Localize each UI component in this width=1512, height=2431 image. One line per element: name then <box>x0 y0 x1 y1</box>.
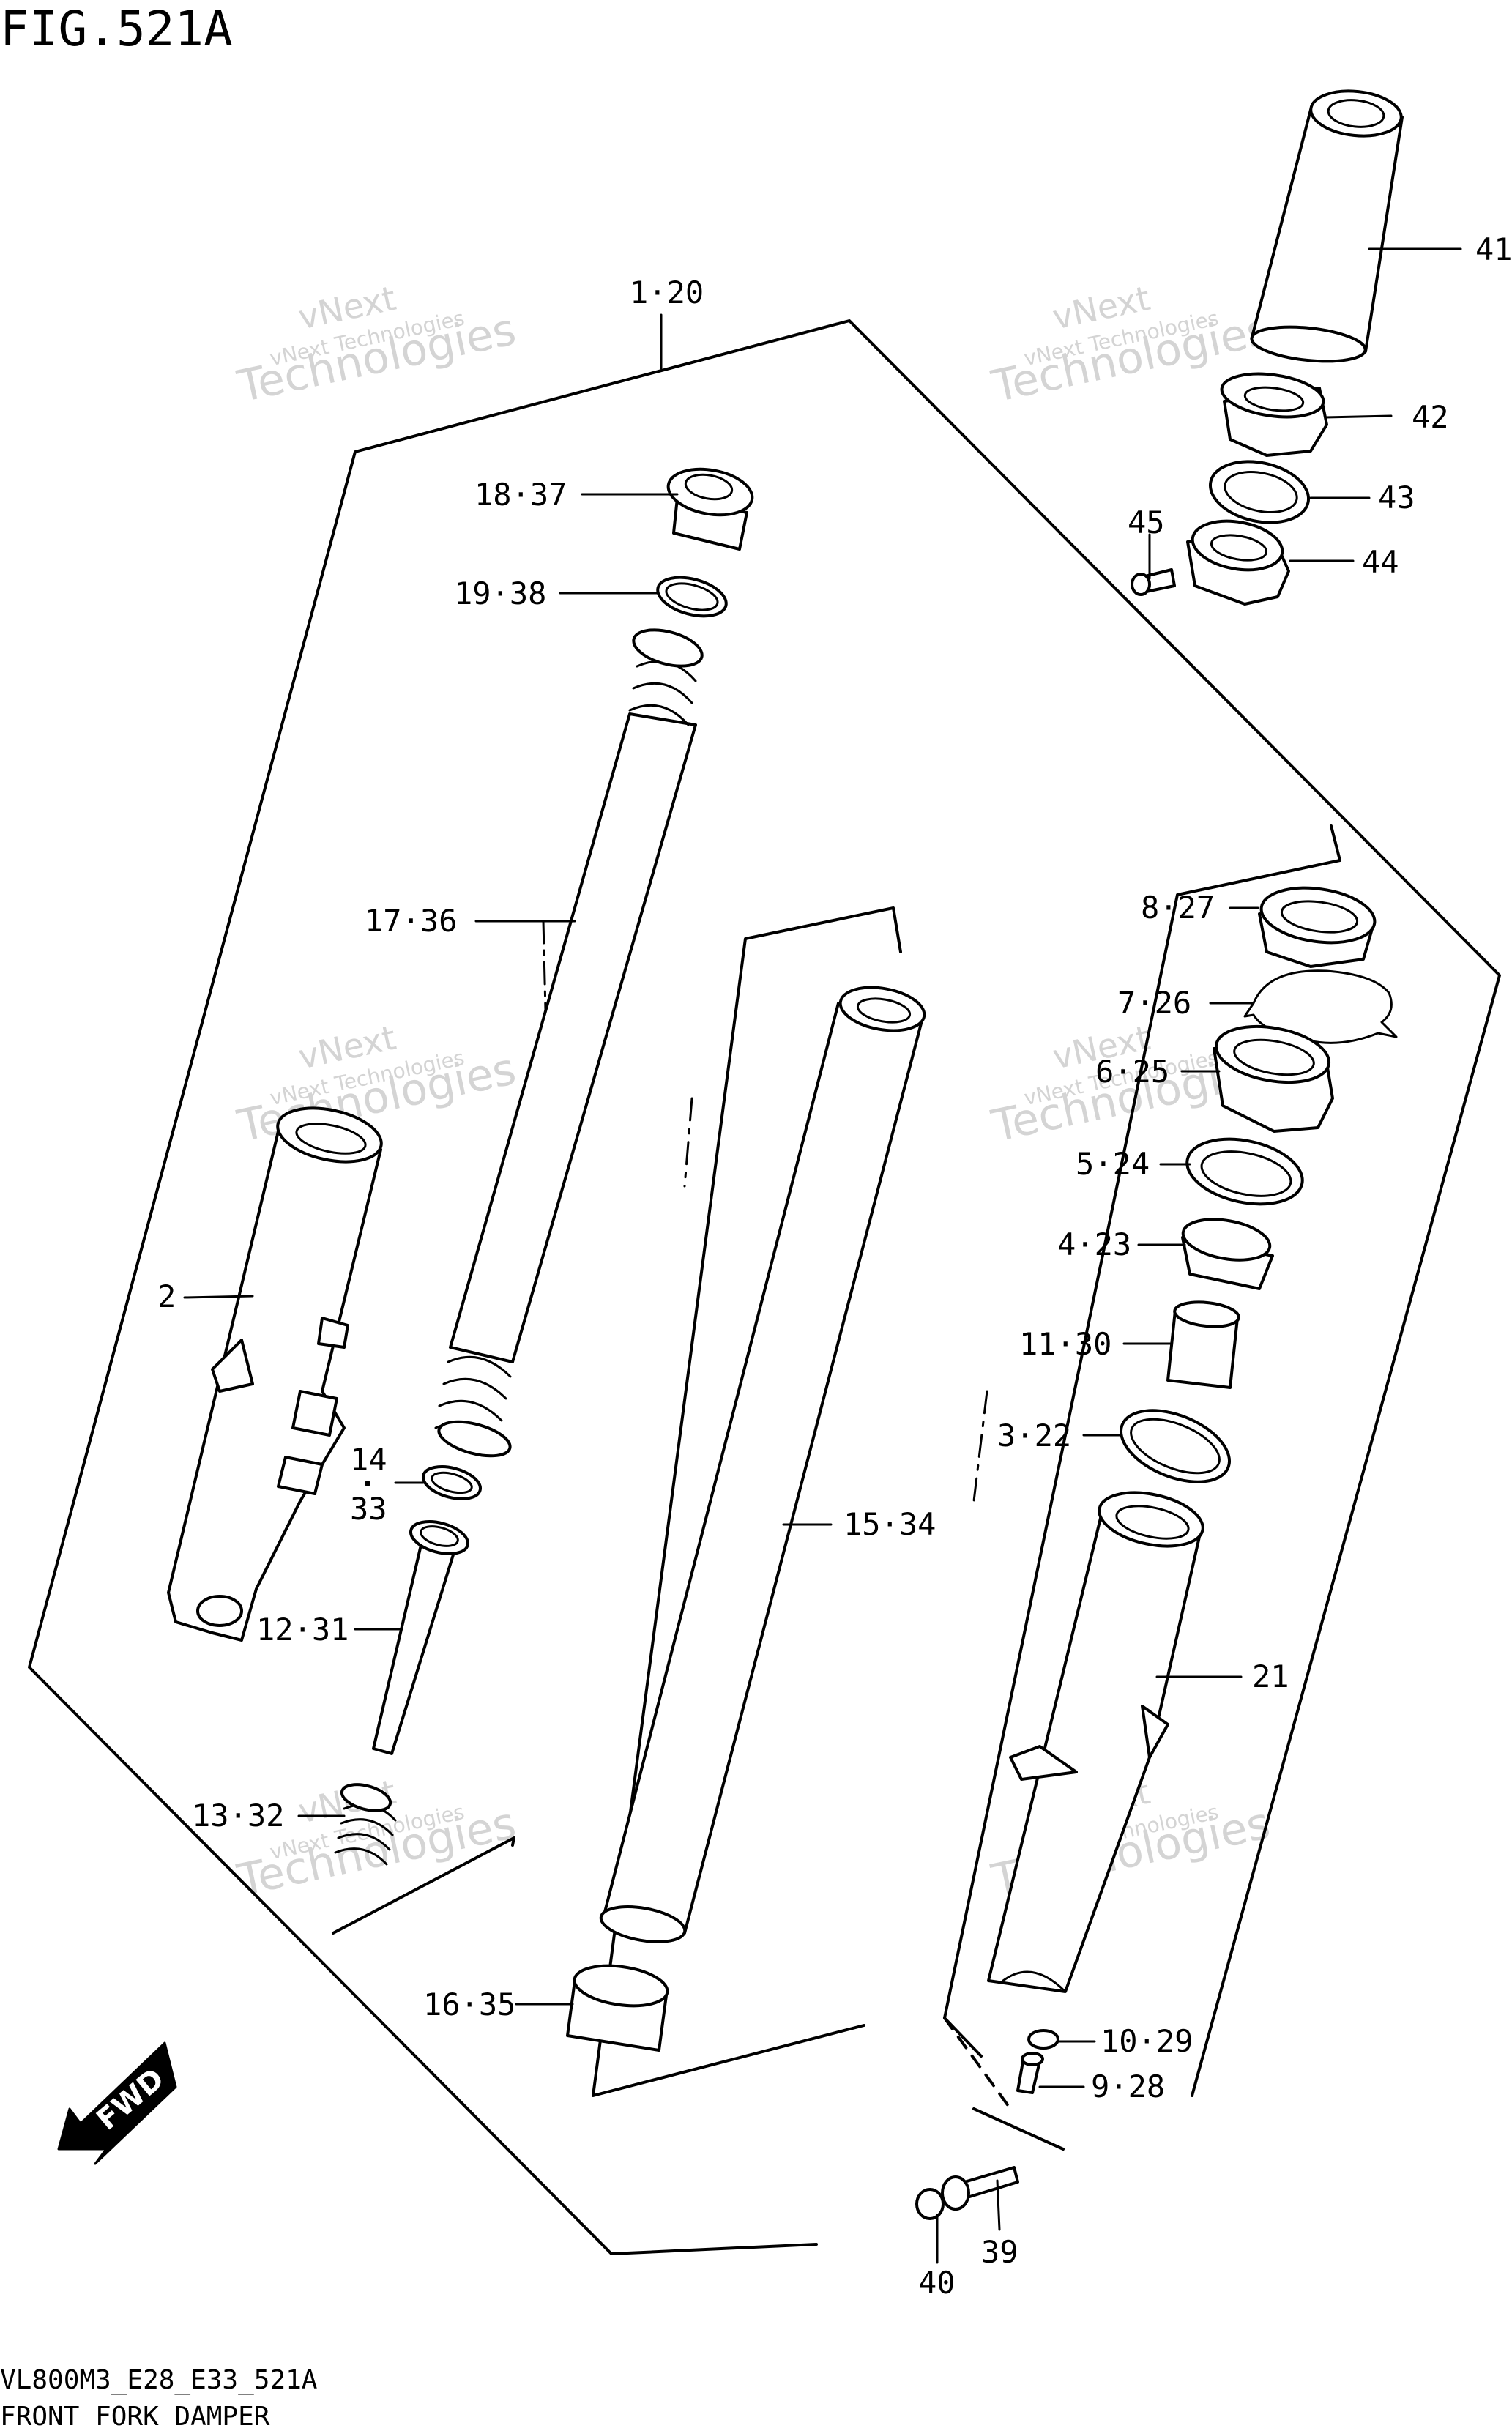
washer-10-29 <box>1027 2029 1059 2050</box>
callout-16-35: 16·35 <box>423 1987 515 2022</box>
figure-code: VL800M3_E28_E33_521A <box>0 2365 318 2395</box>
inner-group-right <box>943 824 1341 2058</box>
damper-rod-12-31 <box>372 1520 469 1755</box>
guide-bushing-4-23 <box>1181 1218 1274 1290</box>
top-cap-bolt-18-37 <box>666 467 754 551</box>
callout-3-22: 3·22 <box>997 1418 1071 1453</box>
clamp-bracket-44 <box>1186 519 1290 606</box>
callout-1-20: 1·20 <box>630 275 704 310</box>
damper-bolt-39 <box>941 2166 1019 2211</box>
callout-6-25: 6·25 <box>1095 1054 1169 1090</box>
bolt-9-28 <box>1016 2052 1044 2094</box>
callout-14: 14 <box>350 1442 387 1478</box>
callout-42: 42 <box>1412 399 1449 435</box>
fork-spring-17-36 <box>434 628 704 1458</box>
lock-nut-42 <box>1220 372 1328 457</box>
callout-12-31: 12·31 <box>256 1612 349 1648</box>
oil-seal-6-25 <box>1213 1025 1334 1133</box>
callout-33: 33 <box>350 1491 387 1527</box>
bolt-group-bracket <box>972 2107 1065 2151</box>
ring-14-33 <box>422 1465 482 1500</box>
callout-4-23: 4·23 <box>1057 1226 1131 1262</box>
dust-seal-8-27 <box>1258 886 1377 968</box>
callout-8-27: 8·27 <box>1141 890 1215 926</box>
callout-10-29: 10·29 <box>1101 2023 1193 2059</box>
callout-labels: 1·20 2 3·22 4·23 5·24 6·25 7·26 8·27 9·2… <box>157 231 1512 2301</box>
callout-dot <box>365 1481 370 1486</box>
callout-18-37: 18·37 <box>474 477 567 513</box>
o-ring-19-38 <box>656 576 728 618</box>
outer-tube-2 <box>167 1106 383 1642</box>
forward-direction-arrow: FWD <box>57 2041 177 2165</box>
inner-group-center <box>592 906 902 2097</box>
leader-lines <box>183 247 1462 2264</box>
callout-2: 2 <box>157 1278 176 1314</box>
gasket-40 <box>915 2188 945 2220</box>
callout-19-38: 19·38 <box>454 576 546 611</box>
callout-13-32: 13·32 <box>192 1798 284 1834</box>
callout-43: 43 <box>1378 480 1415 515</box>
bolt-group-line <box>943 2017 1012 2110</box>
callout-45: 45 <box>1128 505 1165 540</box>
callout-7-26: 7·26 <box>1117 985 1191 1021</box>
callout-39: 39 <box>981 2234 1018 2270</box>
callout-17-36: 17·36 <box>365 903 457 939</box>
callout-11-30: 11·30 <box>1019 1326 1111 1362</box>
inner-group-left <box>332 1836 515 1935</box>
snap-ring-3-22 <box>1119 1409 1232 1483</box>
assembly-outline <box>28 319 1501 2255</box>
outer-tube-21 <box>987 1491 1204 1993</box>
callout-21: 21 <box>1252 1658 1289 1694</box>
callout-5-24: 5·24 <box>1076 1146 1150 1182</box>
callout-15-34: 15·34 <box>843 1506 936 1542</box>
washer-43 <box>1208 460 1311 524</box>
figure-title: FIG.521A <box>0 1 233 57</box>
inner-tube-15-34 <box>599 986 926 1943</box>
fork-cap-cover-41 <box>1250 89 1404 363</box>
rebound-spring-13-32 <box>334 1783 397 1866</box>
screw-45 <box>1131 568 1176 596</box>
figure-caption: FRONT FORK DAMPER <box>0 2402 270 2431</box>
oil-lock-piece-11-30 <box>1166 1300 1240 1389</box>
callout-41: 41 <box>1475 231 1512 267</box>
callout-44: 44 <box>1362 544 1399 580</box>
callout-40: 40 <box>918 2265 956 2301</box>
watermark: vNext vNext Technologies Technologies <box>233 278 521 413</box>
slide-bushing-16-35 <box>566 1964 669 2052</box>
callout-9-28: 9·28 <box>1091 2069 1165 2104</box>
washer-5-24 <box>1185 1137 1304 1206</box>
